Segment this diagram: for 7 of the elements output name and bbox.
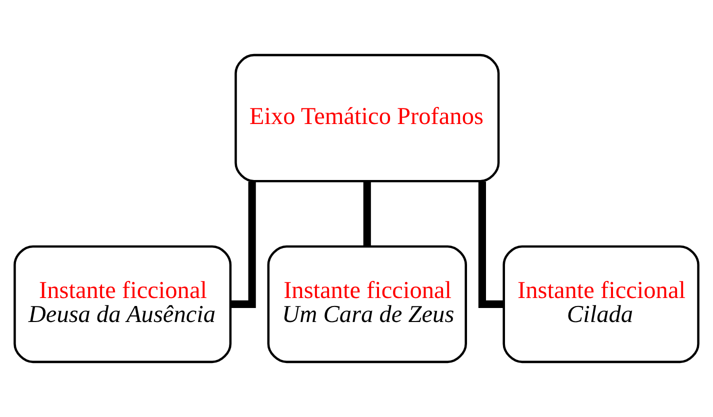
node-box: Instante ficcional Um Cara de Zeus: [267, 245, 467, 364]
node-box: Eixo Temático Profanos: [234, 54, 500, 182]
node-box: Instante ficcional Cilada: [502, 245, 700, 364]
connector: [230, 182, 256, 308]
connector: [478, 182, 504, 308]
connector: [363, 182, 371, 246]
node-box: Instante ficcional Deusa da Ausência: [14, 245, 232, 364]
